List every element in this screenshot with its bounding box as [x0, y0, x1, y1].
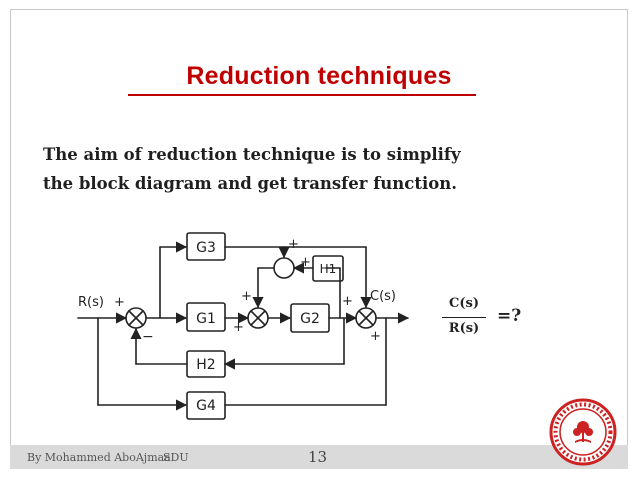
intro-text: The aim of reduction technique is to sim…	[43, 140, 563, 198]
footer-bar	[10, 445, 628, 469]
university-seal-logo	[549, 398, 617, 466]
transfer-function: C(s) R(s)	[440, 296, 488, 336]
tf-numerator: C(s)	[449, 296, 479, 311]
sign-s4-plus-top: +	[288, 237, 299, 252]
footer-author: By Mohammed AboAjmaa	[27, 451, 171, 464]
label-g4: G4	[196, 398, 216, 414]
label-g1: G1	[196, 311, 216, 327]
sign-s3-plus-left: +	[342, 294, 353, 309]
sign-s2-plus-top: +	[241, 289, 252, 304]
label-input-rs: R(s)	[78, 295, 104, 310]
summing-junction-4	[273, 257, 295, 279]
page-number: 13	[308, 448, 328, 466]
footer-org: SDU	[163, 451, 189, 464]
label-h2: H2	[196, 357, 215, 373]
intro-line-2: the block diagram and get transfer funct…	[43, 174, 457, 193]
label-g3: G3	[196, 240, 216, 256]
sign-s1-plus-left: +	[114, 295, 125, 310]
title-underline	[128, 94, 476, 96]
slide-title: Reduction techniques	[186, 62, 452, 90]
tf-denominator: R(s)	[448, 321, 480, 336]
sign-s4-plus-right: +	[300, 255, 311, 270]
label-output-cs: C(s)	[370, 289, 396, 304]
sign-s2-plus-left: +	[233, 320, 244, 335]
label-h1: H1	[320, 262, 337, 276]
intro-line-1: The aim of reduction technique is to sim…	[43, 145, 461, 164]
tf-fraction-bar	[442, 317, 486, 318]
block-g1	[186, 302, 226, 332]
sign-s3-plus-bottom: +	[370, 329, 381, 344]
tf-equals: =?	[497, 306, 522, 326]
sign-s1-minus: −	[142, 329, 154, 345]
label-g2: G2	[300, 311, 320, 327]
